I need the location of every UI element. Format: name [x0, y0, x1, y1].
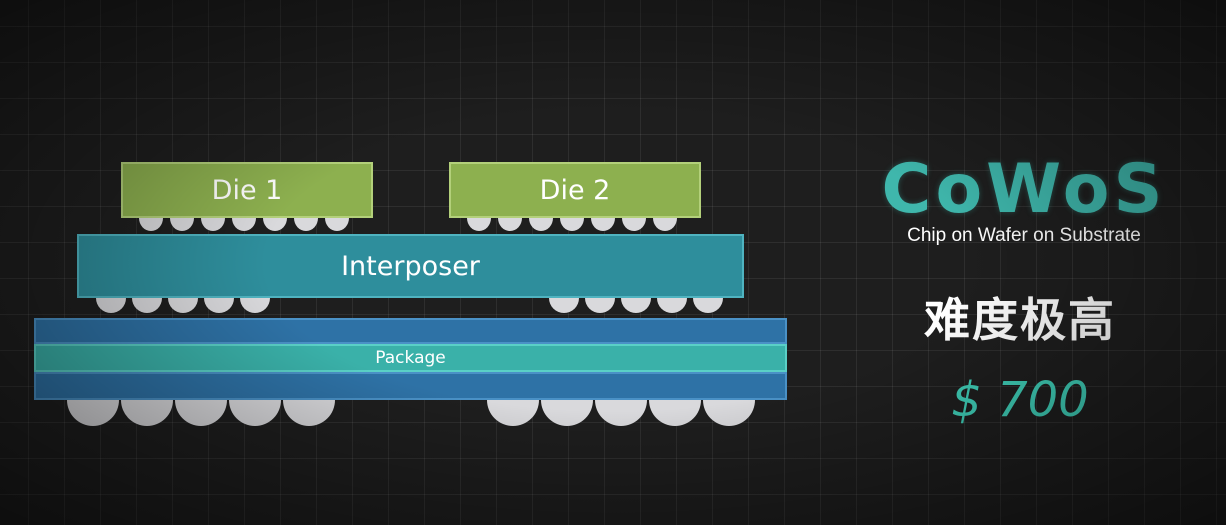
microbump [653, 218, 677, 231]
solder-ball [595, 400, 647, 426]
package-bottom-layer [34, 372, 787, 400]
price-text: $ 700 [951, 372, 1089, 428]
solder-ball [175, 400, 227, 426]
cowos-title: CoWoS [881, 150, 1167, 229]
microbump [201, 218, 225, 231]
interposer-bumps-left [96, 298, 276, 313]
microbump [294, 218, 318, 231]
interposer-label: Interposer [341, 250, 480, 282]
solder-ball [703, 400, 755, 426]
solder-balls-right [487, 400, 757, 426]
die-1-label: Die 1 [211, 174, 283, 206]
interposer: Interposer [77, 234, 744, 298]
c4-bump [621, 298, 651, 313]
die-2-label: Die 2 [539, 174, 611, 206]
solder-balls-left [67, 400, 337, 426]
microbump [560, 218, 584, 231]
package-label: Package [375, 348, 446, 368]
c4-bump [132, 298, 162, 313]
cowos-subtitle: Chip on Wafer on Substrate [907, 225, 1141, 246]
die-2-microbumps [467, 218, 684, 231]
package-core-layer: Package [34, 344, 787, 372]
solder-ball [67, 400, 119, 426]
c4-bump [657, 298, 687, 313]
microbump [467, 218, 491, 231]
microbump [139, 218, 163, 231]
package-top-layer [34, 318, 787, 344]
microbump [591, 218, 615, 231]
c4-bump [693, 298, 723, 313]
die-1: Die 1 [121, 162, 373, 218]
microbump [232, 218, 256, 231]
difficulty-text: 难度极高 [924, 293, 1116, 347]
solder-ball [649, 400, 701, 426]
microbump [170, 218, 194, 231]
c4-bump [585, 298, 615, 313]
solder-ball [283, 400, 335, 426]
die-2: Die 2 [449, 162, 701, 218]
microbump [529, 218, 553, 231]
solder-ball [229, 400, 281, 426]
solder-ball [541, 400, 593, 426]
die-1-microbumps [139, 218, 356, 231]
microbump [622, 218, 646, 231]
c4-bump [96, 298, 126, 313]
microbump [325, 218, 349, 231]
interposer-bumps-right [549, 298, 729, 313]
microbump [263, 218, 287, 231]
c4-bump [168, 298, 198, 313]
microbump [498, 218, 522, 231]
c4-bump [549, 298, 579, 313]
solder-ball [487, 400, 539, 426]
c4-bump [240, 298, 270, 313]
solder-ball [121, 400, 173, 426]
c4-bump [204, 298, 234, 313]
